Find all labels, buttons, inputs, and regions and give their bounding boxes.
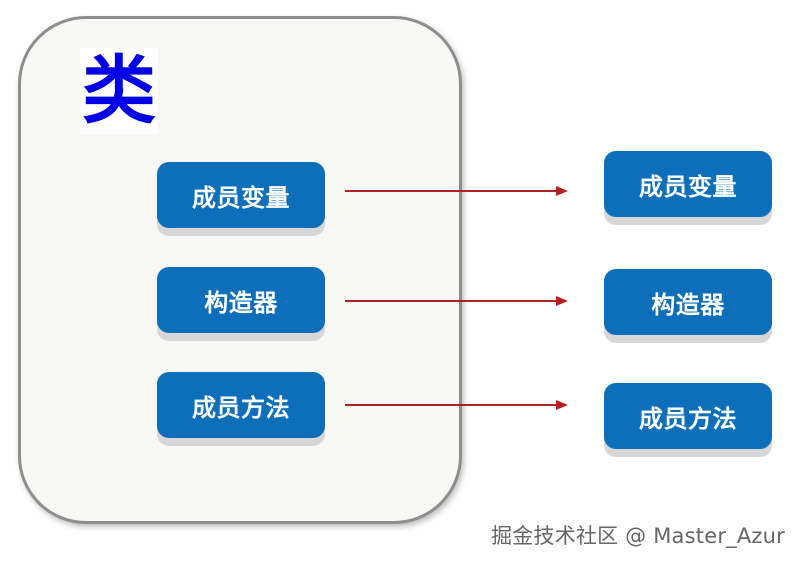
- right-box-member-variables: 成员变量: [604, 151, 772, 217]
- right-box-constructor: 构造器: [604, 269, 772, 335]
- watermark: 掘金技术社区 @ Master_Azur: [491, 524, 785, 548]
- left-box-member-variables: 成员变量: [157, 162, 325, 228]
- right-box-member-methods: 成员方法: [604, 383, 772, 449]
- left-box-member-methods: 成员方法: [157, 372, 325, 438]
- class-title: 类: [80, 48, 158, 134]
- left-box-constructor: 构造器: [157, 267, 325, 333]
